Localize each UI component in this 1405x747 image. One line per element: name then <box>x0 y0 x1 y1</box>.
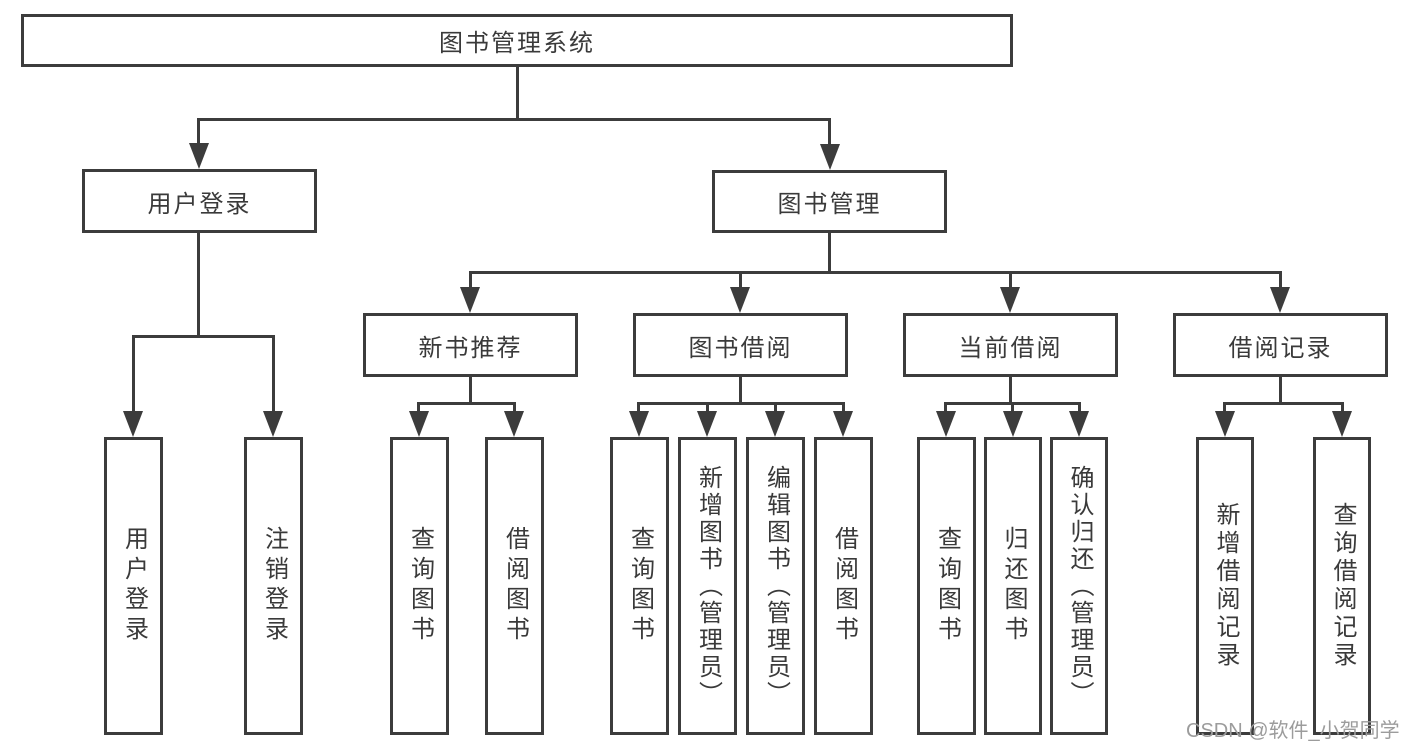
node-book-borrow-label: 图书借阅 <box>688 334 793 362</box>
arrowhead-leaf-borrow-borrow-icon <box>833 411 853 437</box>
leaf-current-return: 归还图书 <box>984 437 1042 735</box>
connector-root-stem <box>516 67 519 120</box>
node-current-borrow-label: 当前借阅 <box>958 334 1063 362</box>
leaf-logout-label: 注销登录 <box>260 526 288 646</box>
connector-book-management-split <box>469 271 1282 274</box>
node-new-book-recommend-label: 新书推荐 <box>418 334 523 362</box>
connector-borrow-records-drop <box>1279 271 1282 291</box>
leaf-borrow-query: 查询图书 <box>610 437 669 735</box>
connector-user-login-split <box>132 335 275 338</box>
leaf-records-add: 新增借阅记录 <box>1196 437 1254 735</box>
connector-book-borrow-stem <box>739 377 742 405</box>
arrowhead-leaf-borrow-add-icon <box>697 411 717 437</box>
connector-leaf-current-query-drop <box>944 402 947 415</box>
node-new-book-recommend: 新书推荐 <box>363 313 578 377</box>
leaf-borrow-query-label: 查询图书 <box>626 526 654 646</box>
arrowhead-leaf-records-query-icon <box>1332 411 1352 437</box>
leaf-user-login-label: 用户登录 <box>120 526 148 646</box>
connector-borrow-records-stem <box>1279 377 1282 405</box>
connector-leaf-records-add-drop <box>1223 402 1226 415</box>
connector-leaf-borrow-add-drop <box>706 402 709 415</box>
connector-borrow-records-split <box>1223 402 1344 405</box>
arrowhead-leaf-user-login-icon <box>123 411 143 437</box>
connector-leaf-borrow-edit-drop <box>774 402 777 415</box>
arrowhead-leaf-borrow-query-icon <box>629 411 649 437</box>
leaf-borrow-add-admin-label: 新增图书（管理员） <box>694 464 722 708</box>
leaf-user-login: 用户登录 <box>104 437 163 735</box>
leaf-logout: 注销登录 <box>244 437 303 735</box>
node-root: 图书管理系统 <box>21 14 1013 67</box>
arrowhead-leaf-newbooks-query-icon <box>409 411 429 437</box>
leaf-borrow-edit-admin-label: 编辑图书（管理员） <box>762 464 790 708</box>
node-book-management-label: 图书管理 <box>777 191 882 218</box>
leaf-borrow-borrow-label: 借阅图书 <box>830 526 858 646</box>
connector-new-book-recommend-split <box>417 402 516 405</box>
leaf-newbooks-query: 查询图书 <box>390 437 449 735</box>
leaf-records-query: 查询借阅记录 <box>1313 437 1371 735</box>
connector-new-book-recommend-drop <box>469 271 472 291</box>
arrowhead-book-management-icon <box>820 144 840 170</box>
arrowhead-leaf-borrow-edit-icon <box>765 411 785 437</box>
arrowhead-leaf-current-confirm-icon <box>1069 411 1089 437</box>
leaf-records-add-label: 新增借阅记录 <box>1212 502 1239 670</box>
connector-current-borrow-stem <box>1009 377 1012 405</box>
connector-book-management-stem <box>828 233 831 274</box>
connector-book-borrow-split <box>637 402 845 405</box>
connector-leaf-records-query-drop <box>1341 402 1344 415</box>
node-root-label: 图书管理系统 <box>439 30 595 57</box>
leaf-newbooks-borrow: 借阅图书 <box>485 437 544 735</box>
connector-leaf-current-return-drop <box>1011 402 1014 415</box>
arrowhead-book-borrow-icon <box>730 287 750 313</box>
node-user-login-label: 用户登录 <box>147 190 252 218</box>
arrowhead-borrow-records-icon <box>1270 287 1290 313</box>
arrowhead-leaf-current-return-icon <box>1003 411 1023 437</box>
leaf-current-query-label: 查询图书 <box>933 526 961 646</box>
leaf-current-confirm-return-admin-label: 确认归还（管理员） <box>1066 464 1093 708</box>
connector-root-split <box>197 118 831 121</box>
leaf-borrow-edit-admin: 编辑图书（管理员） <box>746 437 805 735</box>
node-borrow-records-label: 借阅记录 <box>1228 334 1333 362</box>
connector-user-login-stem <box>197 233 200 338</box>
leaf-borrow-add-admin: 新增图书（管理员） <box>678 437 737 735</box>
arrowhead-user-login-icon <box>189 143 209 169</box>
connector-current-borrow-drop <box>1009 271 1012 291</box>
connector-leaf-current-confirm-drop <box>1078 402 1081 415</box>
arrowhead-leaf-current-query-icon <box>936 411 956 437</box>
csdn-watermark: CSDN @软件_小贺同学 <box>1186 720 1400 742</box>
connector-leaf-user-login-drop <box>132 335 135 415</box>
leaf-borrow-borrow: 借阅图书 <box>814 437 873 735</box>
connector-new-book-recommend-stem <box>469 377 472 405</box>
leaf-current-query: 查询图书 <box>917 437 976 735</box>
connector-book-management-drop <box>828 118 831 148</box>
node-book-borrow: 图书借阅 <box>633 313 848 377</box>
leaf-current-return-label: 归还图书 <box>1000 526 1027 646</box>
leaf-records-query-label: 查询借阅记录 <box>1329 502 1356 670</box>
node-user-login: 用户登录 <box>82 169 317 233</box>
leaf-newbooks-query-label: 查询图书 <box>406 526 434 646</box>
node-book-management: 图书管理 <box>712 170 947 233</box>
node-borrow-records: 借阅记录 <box>1173 313 1388 377</box>
connector-leaf-logout-drop <box>272 335 275 415</box>
connector-leaf-borrow-query-drop <box>637 402 640 415</box>
arrowhead-current-borrow-icon <box>1000 287 1020 313</box>
connector-book-borrow-drop <box>739 271 742 291</box>
connector-leaf-newbooks-query-drop <box>417 402 420 415</box>
arrowhead-new-book-recommend-icon <box>460 287 480 313</box>
arrowhead-leaf-newbooks-borrow-icon <box>504 411 524 437</box>
leaf-current-confirm-return-admin: 确认归还（管理员） <box>1050 437 1108 735</box>
arrowhead-leaf-records-add-icon <box>1215 411 1235 437</box>
connector-leaf-newbooks-borrow-drop <box>513 402 516 415</box>
connector-user-login-drop <box>197 118 200 148</box>
leaf-newbooks-borrow-label: 借阅图书 <box>501 526 529 646</box>
arrowhead-leaf-logout-icon <box>263 411 283 437</box>
connector-leaf-borrow-borrow-drop <box>842 402 845 415</box>
node-current-borrow: 当前借阅 <box>903 313 1118 377</box>
